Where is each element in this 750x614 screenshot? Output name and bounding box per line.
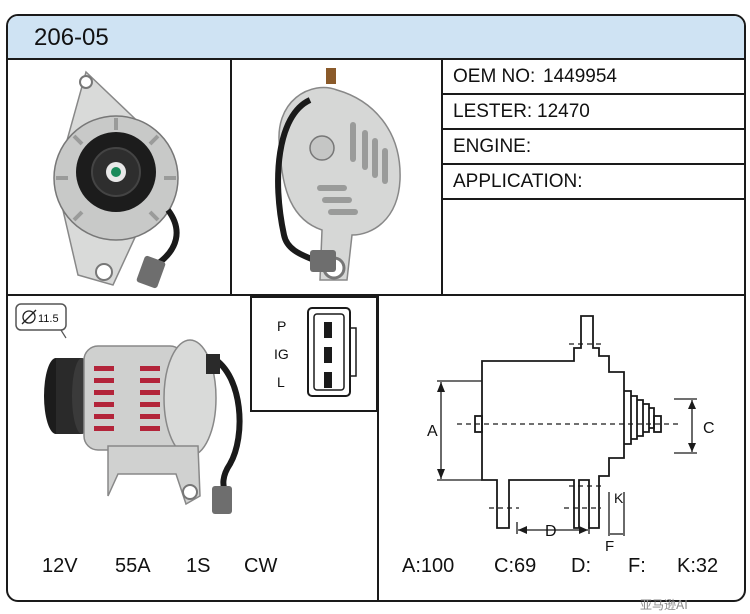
voltage: 12V — [42, 555, 78, 577]
pin-label-l: L — [277, 374, 285, 390]
alternator-side-photo: 11.5 — [8, 296, 377, 526]
dimension-a: A:100 — [402, 555, 455, 577]
engine-label: ENGINE: — [453, 136, 532, 157]
divider — [377, 296, 379, 600]
oem-value: 1449954 — [543, 66, 617, 87]
label-d: D — [545, 523, 557, 536]
dimension-k: K:32 — [677, 555, 719, 577]
dimension-drawing: A C D K — [379, 296, 744, 540]
pulley-diameter-label: 11.5 — [38, 313, 59, 325]
dimension-c: C:69 — [494, 555, 537, 577]
alternator-rear-photo — [232, 60, 441, 294]
pin-label-ig: IG — [274, 346, 289, 362]
application-label: APPLICATION: — [453, 171, 583, 192]
application-row: APPLICATION: — [443, 165, 744, 200]
lester-row: LESTER: 12470 — [443, 95, 744, 130]
dimension-f: F: — [628, 555, 646, 577]
amperage: 55A — [115, 555, 151, 577]
label-a: A — [427, 423, 438, 440]
watermark: 亚马逊AI — [640, 598, 688, 612]
part-number-title: 206-05 — [34, 24, 109, 51]
pin-label-p: P — [277, 318, 286, 334]
divider — [441, 58, 443, 296]
divider — [8, 294, 744, 296]
oem-label: OEM NO: — [453, 66, 536, 87]
lester-label: LESTER: — [453, 101, 533, 122]
label-f-box: F — [603, 536, 623, 556]
product-card: 206-05 — [6, 14, 746, 602]
oem-row: OEM NO: 1449954 — [443, 60, 744, 95]
dimension-d: D: — [571, 555, 591, 577]
label-f: F — [605, 538, 614, 555]
groove-count: 1S — [186, 555, 211, 577]
label-c: C — [703, 420, 715, 437]
title-bar: 206-05 — [8, 16, 744, 60]
label-k: K — [614, 490, 624, 506]
divider — [230, 58, 232, 296]
alternator-front-photo — [8, 60, 230, 294]
rotation: CW — [244, 555, 278, 577]
connector-diagram: P IG L — [250, 296, 378, 412]
engine-row: ENGINE: — [443, 130, 744, 165]
lester-value: 12470 — [537, 101, 590, 122]
